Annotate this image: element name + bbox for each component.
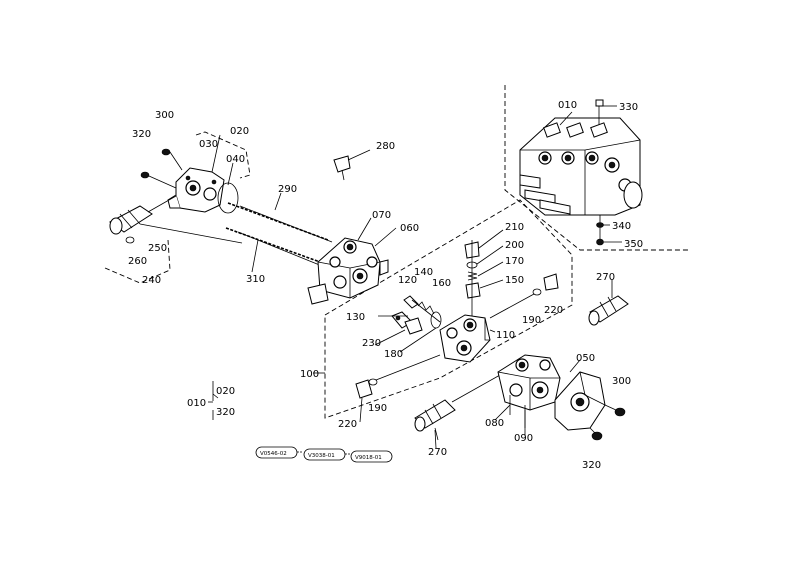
label-260: 260 xyxy=(128,256,147,267)
label-010-assembly: 010 xyxy=(558,100,577,111)
relief-valve-270-lower xyxy=(414,374,501,441)
revision-badge-3: V9018-01 xyxy=(350,450,393,463)
label-320-right: 320 xyxy=(582,460,601,471)
tie-rod-310 xyxy=(225,227,321,263)
label-120: 120 xyxy=(398,275,417,286)
label-270-upper: 270 xyxy=(596,272,615,283)
nut-350 xyxy=(596,238,622,246)
label-090: 090 xyxy=(514,433,533,444)
label-250: 250 xyxy=(148,243,167,254)
label-020-top: 020 xyxy=(230,126,249,137)
o-ring-190-lower xyxy=(368,378,378,386)
inlet-cover-030 xyxy=(167,167,225,213)
label-290: 290 xyxy=(278,184,297,195)
washer-340 xyxy=(596,222,610,228)
bolt-330 xyxy=(595,99,617,125)
revision-text-1: V0546-02 xyxy=(260,451,287,457)
revision-text-2: V3038-01 xyxy=(308,453,335,459)
label-300-right: 300 xyxy=(612,376,631,387)
label-270-lower: 270 xyxy=(428,447,447,458)
outlet-section-080 xyxy=(497,354,561,428)
label-220-upper: 220 xyxy=(544,305,563,316)
group-020-bracket xyxy=(195,131,251,179)
label-190-lower: 190 xyxy=(368,403,387,414)
label-150: 150 xyxy=(505,275,524,286)
label-080: 080 xyxy=(485,418,504,429)
group-010-brace xyxy=(212,381,219,420)
top-right-group-boundary xyxy=(504,85,690,251)
label-160: 160 xyxy=(432,278,451,289)
label-030: 030 xyxy=(199,139,218,150)
label-310: 310 xyxy=(246,274,265,285)
label-100: 100 xyxy=(300,369,319,380)
label-240: 240 xyxy=(142,275,161,286)
label-220-lower: 220 xyxy=(338,419,357,430)
label-110: 110 xyxy=(496,330,515,341)
label-040: 040 xyxy=(226,154,245,165)
label-340: 340 xyxy=(612,221,631,232)
valve-block-060 xyxy=(307,237,389,305)
o-ring-190-upper xyxy=(532,288,542,296)
label-070: 070 xyxy=(372,210,391,221)
label-130: 130 xyxy=(346,312,365,323)
label-140: 140 xyxy=(414,267,433,278)
plug-280 xyxy=(333,149,371,181)
label-180: 180 xyxy=(384,349,403,360)
label-020-kit: 020 xyxy=(216,386,235,397)
group-240-bracket xyxy=(104,239,171,284)
nut-300-right xyxy=(604,404,626,417)
label-170: 170 xyxy=(505,256,524,267)
plug-230 xyxy=(404,317,423,335)
label-050: 050 xyxy=(576,353,595,364)
revision-text-3: V9018-01 xyxy=(355,455,382,461)
revision-badge-1: V0546-02 xyxy=(255,446,298,459)
spring-140 xyxy=(417,301,435,315)
nut-300-left xyxy=(161,148,183,171)
end-cover-050 xyxy=(554,359,606,431)
label-200: 200 xyxy=(505,240,524,251)
o-ring-160 xyxy=(430,311,442,329)
label-350: 350 xyxy=(624,239,643,250)
label-320-left: 320 xyxy=(132,129,151,140)
complete-valve-assembly xyxy=(519,117,643,216)
piston-120 xyxy=(403,295,441,323)
o-ring-040 xyxy=(217,182,239,214)
valve-section-110 xyxy=(439,314,496,363)
spring-170 xyxy=(467,261,504,281)
label-010-kit: 010 xyxy=(187,398,206,409)
label-320-kit: 320 xyxy=(216,407,235,418)
label-210: 210 xyxy=(505,222,524,233)
label-330: 330 xyxy=(619,102,638,113)
relief-valve-250 xyxy=(109,195,177,235)
label-230: 230 xyxy=(362,338,381,349)
fitting-220-lower xyxy=(355,379,373,399)
label-280: 280 xyxy=(376,141,395,152)
revision-badge-2: V3038-01 xyxy=(303,448,346,461)
valve-section-boundary xyxy=(324,199,573,419)
plug-210 xyxy=(464,229,504,259)
o-ring-260 xyxy=(125,236,135,244)
nut-320-left xyxy=(140,171,177,189)
label-300-left: 300 xyxy=(155,110,174,121)
nut-320-right xyxy=(589,427,603,441)
label-190-upper: 190 xyxy=(522,315,541,326)
poppet-150 xyxy=(465,279,504,299)
label-060: 060 xyxy=(400,223,419,234)
fitting-220-upper xyxy=(543,273,559,291)
relief-valve-270-upper xyxy=(588,280,629,326)
